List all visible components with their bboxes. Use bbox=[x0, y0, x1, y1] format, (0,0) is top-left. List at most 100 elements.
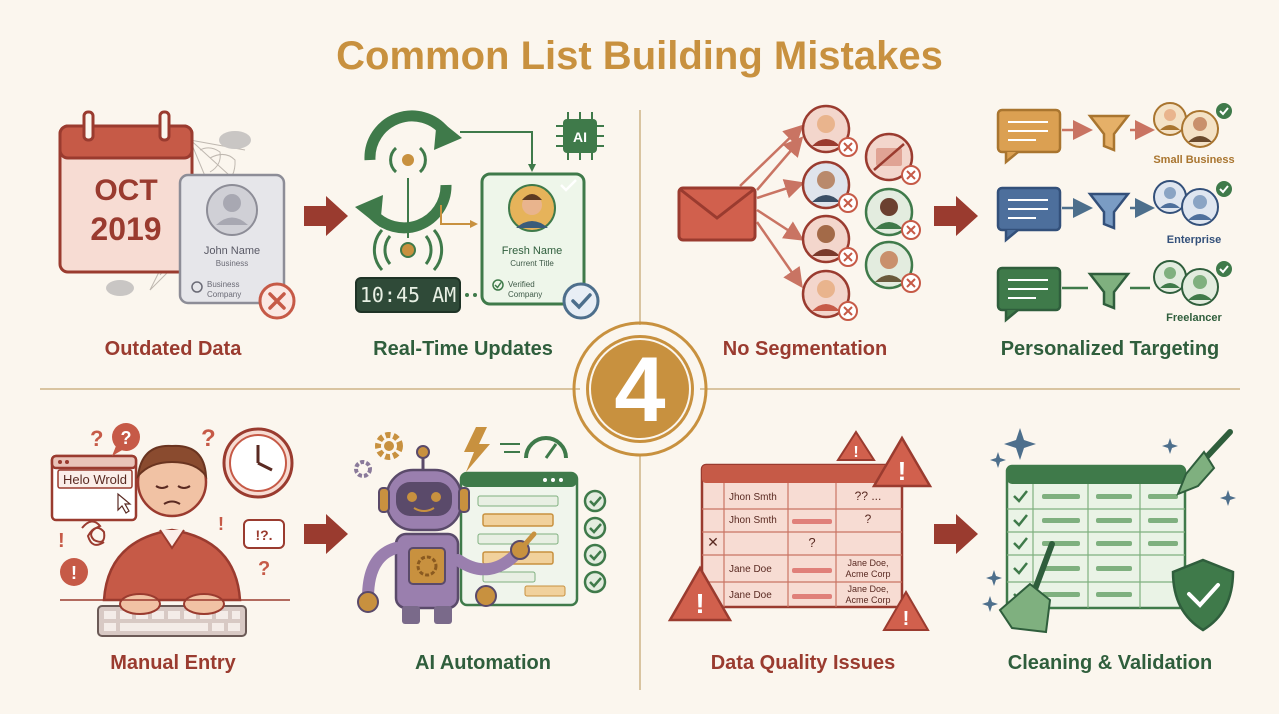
table-cell: ? bbox=[808, 535, 815, 550]
panel-label-manual-entry: Manual Entry bbox=[110, 652, 236, 674]
arrow-right-icon bbox=[304, 514, 348, 554]
scribble-icon bbox=[81, 520, 106, 546]
gear-icon bbox=[375, 432, 403, 460]
warning-icon: ! bbox=[667, 565, 733, 622]
sparkle-icon bbox=[982, 428, 1236, 612]
calendar-month: OCT bbox=[94, 174, 157, 207]
svg-text:?: ? bbox=[90, 426, 103, 451]
funnel-icon bbox=[1087, 114, 1131, 152]
card-company-line1: Business bbox=[207, 280, 239, 289]
gear-icon bbox=[354, 460, 372, 478]
svg-text:!: ! bbox=[71, 563, 77, 583]
manual-entry-illustration: Helo Wrold ? ? ? ! ! ! !?. ? bbox=[50, 423, 294, 637]
segment-label: Enterprise bbox=[1167, 234, 1221, 246]
table-cell: Jhon Smth bbox=[729, 492, 777, 503]
typo-text: Helo Wrold bbox=[63, 472, 127, 487]
cursor-icon bbox=[117, 492, 132, 514]
svg-text:!: ! bbox=[903, 608, 910, 630]
broom-icon bbox=[998, 541, 1055, 634]
arrow-right-icon bbox=[934, 196, 978, 236]
center-number: 4 bbox=[614, 339, 665, 441]
panel-label-personalized-targeting: Personalized Targeting bbox=[1000, 338, 1220, 360]
broom-icon bbox=[1176, 429, 1233, 496]
audience-icon bbox=[1153, 102, 1232, 148]
table-cell: Jane Doe, bbox=[847, 584, 888, 594]
table-rows: Jhon Smth?? ...Jhon Smth?✕?Jane DoeJane … bbox=[707, 489, 890, 605]
segment-label: Freelancer bbox=[1166, 312, 1222, 324]
ai-automation-illustration bbox=[354, 427, 607, 624]
card-name: John Name bbox=[204, 245, 260, 257]
calendar-icon: OCT 2019 bbox=[58, 110, 194, 274]
panel-label-outdated-data: Outdated Data bbox=[104, 338, 242, 360]
fresh-contact-card: Fresh Name Current Title Verified Compan… bbox=[480, 172, 586, 306]
alert-bubble-icon: ! bbox=[60, 558, 88, 586]
ai-chip-label: AI bbox=[573, 129, 587, 145]
svg-text:?: ? bbox=[258, 558, 270, 580]
table-cell: Jhon Smth bbox=[729, 515, 777, 526]
location-pin-icon bbox=[191, 281, 203, 293]
fresh-card-verified-line1: Verified bbox=[508, 280, 535, 289]
signal-icon bbox=[389, 146, 427, 174]
realtime-updates-illustration: 10:45 AM AI Fresh Name bbox=[355, 110, 604, 320]
svg-text:!: ! bbox=[853, 444, 858, 461]
speech-bubble-icon: !?. bbox=[243, 519, 285, 549]
funnel-icon bbox=[1087, 272, 1131, 310]
personalized-targeting-illustration: Small Business Enterprise bbox=[996, 102, 1235, 324]
table-cell: Jane Doe bbox=[729, 564, 772, 575]
digital-clock: 10:45 AM bbox=[355, 277, 461, 313]
table-cell-bar bbox=[792, 568, 832, 573]
svg-text:!: ! bbox=[58, 530, 65, 552]
table-cell: ? bbox=[865, 512, 872, 526]
stressed-person-icon bbox=[102, 444, 242, 602]
card-subtitle: Business bbox=[216, 259, 248, 268]
check-list-icon bbox=[583, 489, 607, 594]
message-bubble-icon bbox=[996, 108, 1062, 165]
message-bubble-icon bbox=[996, 186, 1062, 243]
no-segmentation-illustration bbox=[677, 104, 921, 321]
contact-avatar bbox=[801, 214, 858, 267]
envelope-icon bbox=[677, 186, 757, 242]
blocked-contact-icon bbox=[864, 132, 921, 185]
check-badge-icon bbox=[562, 282, 600, 320]
fresh-card-verified-line2: Company bbox=[508, 290, 542, 299]
error-x-icon bbox=[258, 282, 296, 320]
panel-label-data-quality-issues: Data Quality Issues bbox=[710, 652, 896, 674]
svg-text:?: ? bbox=[121, 428, 132, 448]
fresh-card-title: Current Title bbox=[510, 259, 554, 268]
ai-chip-icon: AI bbox=[556, 112, 604, 160]
clock-time: 10:45 AM bbox=[360, 283, 456, 307]
table-cell-bar bbox=[792, 519, 832, 524]
panel-label-real-time-updates: Real-Time Updates bbox=[373, 338, 553, 360]
shield-check-icon bbox=[1171, 558, 1235, 632]
audience-icon bbox=[1153, 260, 1232, 306]
browser-window: Helo Wrold bbox=[50, 454, 138, 522]
panel-label-no-segmentation: No Segmentation bbox=[722, 338, 888, 360]
panel-label-ai-automation: AI Automation bbox=[415, 652, 551, 674]
svg-text:!: ! bbox=[898, 456, 907, 486]
table-cell: Acme Corp bbox=[845, 569, 890, 579]
page-title: Common List Building Mistakes bbox=[336, 34, 943, 78]
center-badge: 4 bbox=[572, 321, 708, 457]
segment-label: Small Business bbox=[1153, 154, 1234, 166]
table-cell: ?? ... bbox=[855, 489, 882, 503]
clock-icon bbox=[222, 427, 294, 499]
warning-icon: ! bbox=[882, 590, 930, 631]
bubble-text: !?. bbox=[255, 527, 272, 543]
lightning-icon bbox=[464, 427, 490, 472]
contact-avatar bbox=[801, 104, 858, 157]
contact-avatar bbox=[864, 187, 921, 240]
outdated-data-illustration: OCT 2019 John Name Business Business Com… bbox=[58, 110, 296, 320]
card-company-line2: Company bbox=[207, 290, 241, 299]
refresh-icon bbox=[364, 110, 452, 234]
cleaning-validation-illustration bbox=[982, 428, 1236, 634]
table-cell: Acme Corp bbox=[845, 595, 890, 605]
table-cell: Jane Doe, bbox=[847, 558, 888, 568]
question-bubble-icon: ? bbox=[112, 423, 140, 456]
panel-label-cleaning-validation: Cleaning & Validation bbox=[1007, 652, 1213, 674]
speedometer-icon bbox=[500, 436, 568, 459]
data-quality-illustration: Jhon Smth?? ...Jhon Smth?✕?Jane DoeJane … bbox=[667, 430, 933, 631]
svg-text:!: ! bbox=[218, 514, 224, 534]
keyboard-icon bbox=[97, 593, 247, 637]
